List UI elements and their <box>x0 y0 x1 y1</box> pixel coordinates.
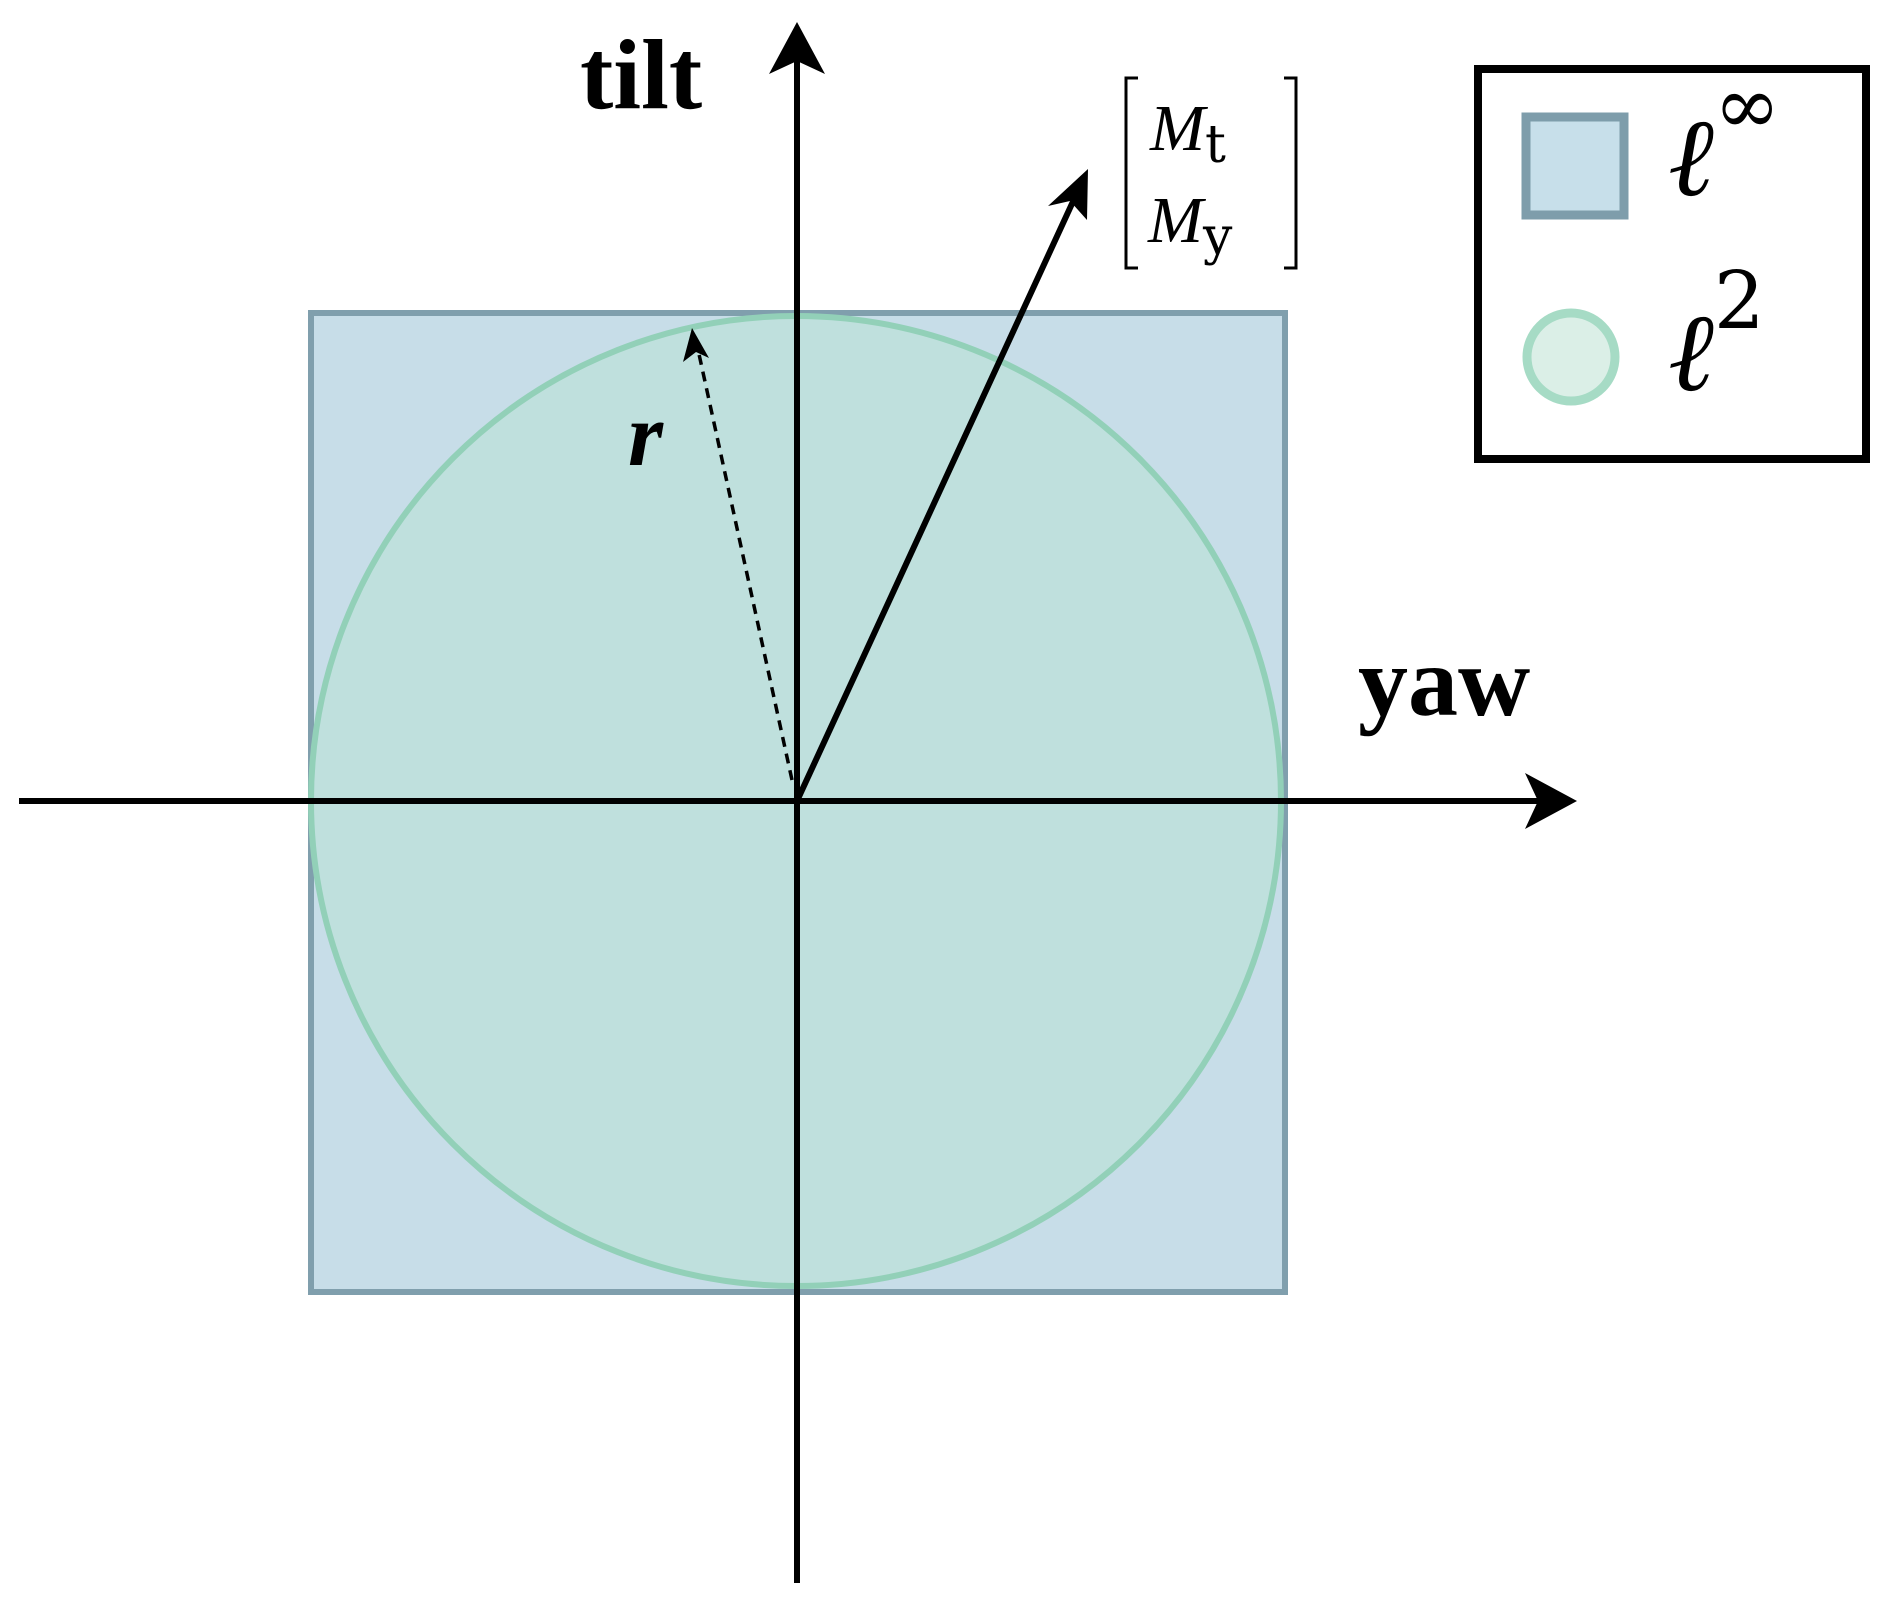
moment-vector-label: Mt My <box>1124 76 1298 270</box>
legend-l2-symbol: ℓ <box>1668 292 1714 414</box>
mt-symbol: M <box>1149 92 1209 165</box>
legend-l2-superscript: 2 <box>1714 254 1765 347</box>
mt-subscript: t <box>1205 115 1226 175</box>
legend-linf-swatch <box>1521 112 1629 220</box>
moment-vector <box>794 193 1079 803</box>
legend: ℓ∞ ℓ2 <box>1474 59 1870 463</box>
radius-label: r <box>628 386 664 485</box>
tilt-arrowhead <box>769 22 825 74</box>
right-bracket <box>1284 76 1298 270</box>
radius-arrowhead <box>683 328 709 362</box>
my-subscript: y <box>1202 207 1233 267</box>
svg-text:ℓ∞: ℓ∞ <box>1668 59 1780 219</box>
svg-text:My: My <box>1147 184 1233 267</box>
legend-linf-symbol: ℓ <box>1668 97 1714 219</box>
legend-l2-swatch <box>1522 308 1620 406</box>
radius-dashed-arrow <box>695 344 794 781</box>
my-symbol: M <box>1147 184 1207 257</box>
tilt-label: tilt <box>580 19 702 130</box>
legend-linf-superscript: ∞ <box>1714 59 1781 152</box>
moment-vector-arrowhead <box>1048 169 1088 220</box>
yaw-label: yaw <box>1358 626 1530 737</box>
yaw-arrowhead <box>1525 773 1577 829</box>
svg-text:Mt: Mt <box>1149 92 1226 175</box>
svg-text:ℓ2: ℓ2 <box>1668 254 1765 414</box>
left-bracket <box>1124 76 1138 270</box>
